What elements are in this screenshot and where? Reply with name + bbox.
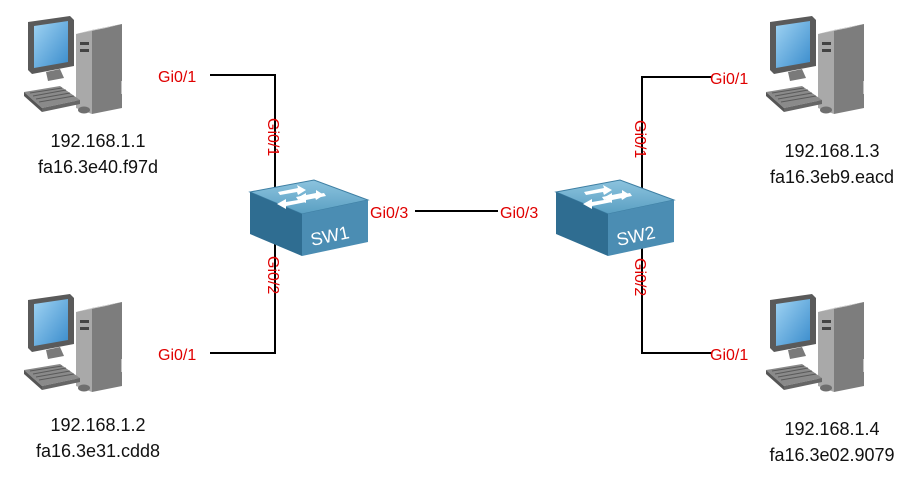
host-h2-address: 192.168.1.2 fa16.3e31.cdd8 [16, 412, 180, 464]
port-label-sw2-gi0-3: Gi0/3 [500, 205, 538, 222]
switch-sw2: SW2 [555, 179, 675, 257]
port-label-h4-gi0-1: Gi0/1 [710, 347, 748, 364]
host-h1: H1 [23, 15, 143, 115]
desktop-computer-icon [23, 15, 123, 115]
host-h3-mac: fa16.3eb9.eacd [769, 167, 895, 187]
network-switch-icon [249, 179, 369, 257]
desktop-computer-icon [23, 293, 123, 393]
host-h3-label: H3 [862, 78, 885, 98]
link-h1-sw1 [210, 74, 276, 205]
port-label-sw2-gi0-1: Gi0/1 [631, 120, 648, 158]
network-switch-icon [555, 179, 675, 257]
host-h2-ip: 192.168.1.2 [50, 415, 146, 435]
port-label-sw2-gi0-2: Gi0/2 [631, 258, 648, 296]
port-label-sw1-gi0-1: Gi0/1 [264, 118, 281, 156]
host-h1-ip: 192.168.1.1 [50, 131, 146, 151]
host-h3-address: 192.168.1.3 fa16.3eb9.eacd [750, 138, 912, 190]
port-label-sw1-gi0-3: Gi0/3 [370, 205, 408, 222]
desktop-computer-icon [765, 15, 865, 115]
host-h3-ip: 192.168.1.3 [784, 141, 880, 161]
host-h1-mac: fa16.3e40.f97d [37, 157, 159, 177]
host-h4: H4 [765, 293, 885, 393]
port-label-sw1-gi0-2: Gi0/2 [264, 256, 281, 294]
host-h3: H3 [765, 15, 885, 115]
host-h2-label: H2 [120, 356, 143, 376]
link-h4-sw2 [641, 232, 712, 354]
switch-sw1: SW1 [249, 179, 369, 257]
host-h1-address: 192.168.1.1 fa16.3e40.f97d [16, 128, 180, 180]
host-h4-address: 192.168.1.4 fa16.3e02.9079 [750, 416, 912, 468]
host-h4-label: H4 [862, 356, 885, 376]
host-h4-ip: 192.168.1.4 [784, 419, 880, 439]
host-h4-mac: fa16.3e02.9079 [769, 445, 895, 465]
host-h2-mac: fa16.3e31.cdd8 [35, 441, 161, 461]
desktop-computer-icon [765, 293, 865, 393]
host-h1-label: H1 [120, 78, 143, 98]
port-label-h1-gi0-1: Gi0/1 [158, 69, 196, 86]
host-h2: H2 [23, 293, 143, 393]
link-h3-sw2 [641, 76, 712, 205]
link-h2-sw1 [210, 232, 276, 354]
port-label-h2-gi0-1: Gi0/1 [158, 347, 196, 364]
port-label-h3-gi0-1: Gi0/1 [710, 71, 748, 88]
